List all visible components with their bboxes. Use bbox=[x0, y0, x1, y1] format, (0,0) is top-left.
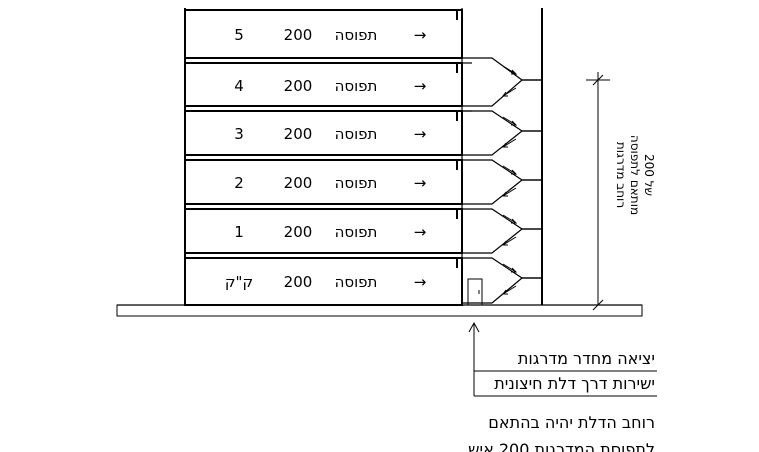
dimension-tick-bottom-diag bbox=[592, 299, 604, 311]
floor-0-occupancy: 200 bbox=[284, 273, 313, 291]
dimension-tick-top-diag bbox=[592, 74, 604, 86]
floor-1-occupancy: 200 bbox=[284, 223, 313, 241]
stair-flight-1-1b bbox=[462, 228, 542, 254]
floor-2-occupancy-word: תפוסה bbox=[335, 174, 378, 192]
door-note-line2: לתפוסת המדרגות 200 איש bbox=[468, 440, 655, 452]
exit-note-line1: יציאה מחדר מדרגות bbox=[518, 349, 655, 368]
stair-arrow-3a bbox=[502, 165, 518, 175]
stair-arrow-2a bbox=[502, 116, 518, 126]
exit-leader bbox=[468, 321, 657, 397]
stair-flight-4-4b bbox=[462, 79, 542, 107]
floor-4-occupancy-word: תפוסה bbox=[335, 77, 378, 95]
stair-width-line2: מותאם לתפוסה bbox=[628, 135, 642, 215]
stair-arrow-5b bbox=[502, 285, 517, 295]
stair-flight-3-2 bbox=[462, 159, 542, 181]
floor-1-room bbox=[184, 208, 463, 254]
floor-slabs bbox=[184, 9, 463, 306]
stair-arrow-1a bbox=[502, 65, 518, 75]
floor-2-level: 2 bbox=[234, 174, 244, 192]
floor-0-room bbox=[184, 257, 463, 306]
floor-5-occupancy-word: תפוסה bbox=[335, 26, 378, 44]
floor-2-occupancy: 200 bbox=[284, 174, 313, 192]
floor-3-occupancy: 200 bbox=[284, 125, 313, 143]
stair-flight-2-2b bbox=[462, 179, 542, 205]
floor-0-occupancy-word: תפוסה bbox=[335, 273, 378, 291]
floor-4-arrow: → bbox=[414, 77, 427, 95]
floor-5-arrow: → bbox=[414, 26, 427, 44]
stair-width-note: רוחב מדרגות מותאם לתפוסה של 200 bbox=[614, 135, 656, 215]
stair-arrow-2b bbox=[502, 138, 517, 148]
stair-width-line1: רוחב מדרגות bbox=[614, 142, 628, 208]
stair-flight-1-0 bbox=[462, 257, 542, 279]
stair-arrow-4a bbox=[502, 214, 518, 224]
door-note-line1: רוחב הדלת יהיה בהתאם bbox=[488, 413, 655, 432]
floor-3-occupancy-word: תפוסה bbox=[335, 125, 378, 143]
exit-note-line2: ישירות דרך דלת חיצונית bbox=[494, 374, 655, 393]
floor-0-level: ק"ק bbox=[225, 273, 253, 291]
floor-5-level: 5 bbox=[234, 26, 244, 44]
floor-1-level: 1 bbox=[234, 223, 244, 241]
stair-arrow-5a bbox=[502, 263, 518, 273]
floor-4-occupancy: 200 bbox=[284, 77, 313, 95]
height-dimension bbox=[586, 72, 610, 311]
floor-1-arrow: → bbox=[414, 223, 427, 241]
floor-4-room bbox=[184, 62, 463, 107]
stair-arrows bbox=[502, 65, 518, 295]
stair-flight-4-3 bbox=[462, 110, 542, 132]
floor-3-level: 3 bbox=[234, 125, 244, 143]
ground-hatch bbox=[116, 304, 643, 317]
floor-5-occupancy: 200 bbox=[284, 26, 313, 44]
stair-flight-5-4 bbox=[462, 57, 542, 81]
floor-3-arrow: → bbox=[414, 125, 427, 143]
exit-leader-arrowhead bbox=[468, 321, 480, 333]
stair-flight-0-0b bbox=[462, 277, 542, 304]
floor-4-level: 4 bbox=[234, 77, 244, 95]
floor-1-occupancy-word: תפוסה bbox=[335, 223, 378, 241]
stair-width-line3: של 200 bbox=[642, 154, 656, 196]
floor-2-room bbox=[184, 159, 463, 205]
floor-0-arrow: → bbox=[414, 273, 427, 291]
stair-arrow-4b bbox=[502, 236, 517, 246]
floor-2-arrow: → bbox=[414, 174, 427, 192]
floor-3-room bbox=[184, 110, 463, 156]
stair-flight-3-3b bbox=[462, 130, 542, 156]
stair-arrow-1b bbox=[502, 87, 517, 97]
stair-flight-2-1 bbox=[462, 208, 542, 230]
stair-flights bbox=[462, 57, 542, 304]
exit-door bbox=[467, 278, 483, 306]
floor-labels: 5 200 תפוסה → 4 200 תפוסה → 3 200 תפוסה … bbox=[225, 26, 426, 291]
stair-arrow-3b bbox=[502, 187, 517, 197]
floor-5-room bbox=[184, 9, 463, 59]
